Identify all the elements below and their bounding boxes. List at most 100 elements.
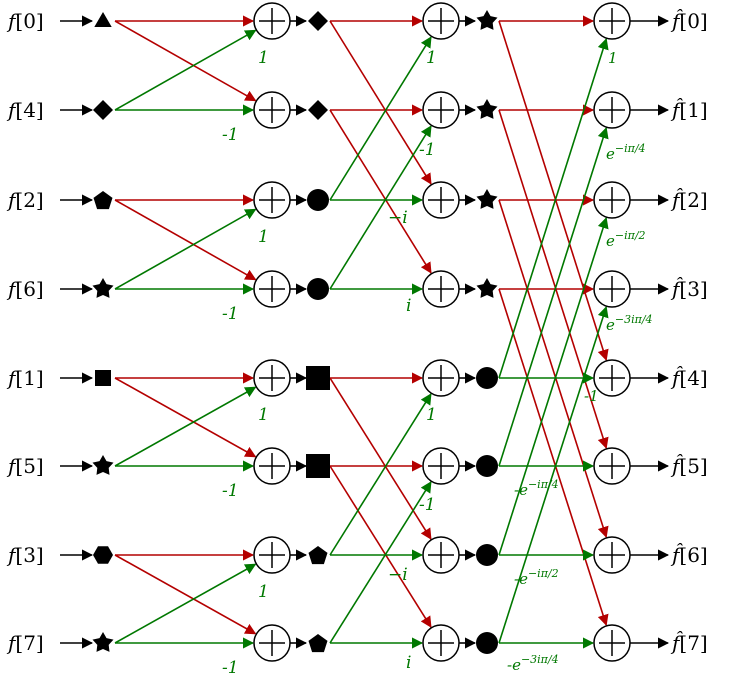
twiddle-label: e−iπ/4 <box>606 142 646 163</box>
twiddle-label: -1 <box>222 658 239 678</box>
adder-node <box>422 624 460 662</box>
adder-node <box>593 91 631 129</box>
red-edge <box>114 377 257 458</box>
adder-node <box>422 447 460 485</box>
labels: f[0]f[4]f[2]f[6]f[1]f[5]f[3]f[7]f̂[0]f̂[… <box>6 9 708 678</box>
butterfly-edges <box>60 15 670 649</box>
circle-marker <box>307 278 329 300</box>
twiddle-label: -1 <box>222 481 239 501</box>
twiddle-label: -e−iπ/2 <box>514 567 559 588</box>
diamond-marker <box>308 11 328 31</box>
twiddle-label: -e−iπ/4 <box>514 478 559 499</box>
twiddle-label: -1 <box>222 125 239 145</box>
output-label: f̂[6] <box>670 543 708 567</box>
twiddle-label: 1 <box>258 405 269 425</box>
square-big-marker <box>306 366 330 390</box>
twiddle-label: -1 <box>419 495 436 515</box>
twiddle-label: e−3iπ/4 <box>606 313 653 334</box>
twiddle-label: 1 <box>258 582 269 602</box>
input-label: f[3] <box>6 543 44 567</box>
twiddle-label: -e−3iπ/4 <box>507 653 559 674</box>
green-edge <box>498 306 609 644</box>
twiddle-label: 1 <box>426 405 437 425</box>
adder-nodes <box>253 2 631 662</box>
star-marker <box>92 632 114 652</box>
adder-node <box>253 2 291 40</box>
adder-node <box>422 2 460 40</box>
red-edge <box>114 20 257 102</box>
square-marker <box>95 370 111 386</box>
twiddle-label: e−iπ/2 <box>606 229 646 250</box>
adder-node <box>593 536 631 574</box>
twiddle-label: -1 <box>584 387 599 405</box>
circle-marker <box>476 455 498 477</box>
adder-node <box>422 181 460 219</box>
star-marker <box>476 10 498 30</box>
twiddle-label: i <box>406 653 411 673</box>
output-label: f̂[0] <box>670 9 708 33</box>
green-edge <box>329 125 432 290</box>
input-label: f[0] <box>6 9 44 33</box>
twiddle-label: −i <box>388 208 408 228</box>
adder-node <box>593 447 631 485</box>
adder-node <box>593 270 631 308</box>
input-label: f[1] <box>6 366 44 390</box>
adder-node <box>593 624 631 662</box>
star-marker <box>92 455 114 475</box>
circle-marker <box>307 189 329 211</box>
output-label: f̂[4] <box>670 366 708 390</box>
output-label: f̂[3] <box>670 277 708 301</box>
circle-marker <box>476 632 498 654</box>
adder-node <box>253 624 291 662</box>
output-label: f̂[7] <box>670 631 708 655</box>
circle-marker <box>476 544 498 566</box>
adder-node <box>422 359 460 397</box>
green-edge <box>329 481 432 644</box>
green-edge <box>498 38 609 379</box>
output-label: f̂[5] <box>670 454 708 478</box>
input-label: f[6] <box>6 277 44 301</box>
hexagon-marker <box>93 546 113 564</box>
star-marker <box>92 278 114 298</box>
output-label: f̂[2] <box>670 188 708 212</box>
red-edge <box>329 465 432 628</box>
diamond-marker <box>93 100 113 120</box>
adder-node <box>422 270 460 308</box>
input-label: f[5] <box>6 454 44 478</box>
diamond-marker <box>308 100 328 120</box>
red-edge <box>329 20 432 185</box>
red-edge <box>498 109 609 449</box>
red-edge <box>498 288 609 626</box>
red-edge <box>114 199 257 281</box>
input-label: f[7] <box>6 631 44 655</box>
green-edge <box>329 393 432 556</box>
green-edge <box>329 36 432 201</box>
adder-node <box>253 447 291 485</box>
twiddle-label: -1 <box>222 304 239 324</box>
output-label: f̂[1] <box>670 98 708 122</box>
twiddle-label: −i <box>388 565 408 585</box>
adder-node <box>593 359 631 397</box>
adder-node <box>253 270 291 308</box>
twiddle-label: 1 <box>608 49 618 67</box>
adder-node <box>253 536 291 574</box>
adder-node <box>593 2 631 40</box>
twiddle-label: 1 <box>426 48 437 68</box>
green-edge <box>498 217 609 556</box>
triangle-marker <box>94 12 112 27</box>
twiddle-label: 1 <box>258 227 269 247</box>
star-marker <box>476 278 498 298</box>
adder-node <box>253 181 291 219</box>
input-label: f[4] <box>6 98 44 122</box>
pentagon-marker <box>93 191 113 210</box>
square-big-marker <box>306 454 330 478</box>
green-edge <box>498 127 609 467</box>
star-marker <box>476 189 498 209</box>
twiddle-label: -1 <box>419 140 436 160</box>
red-edge <box>329 377 432 540</box>
star-marker <box>476 99 498 119</box>
twiddle-label: 1 <box>258 48 269 68</box>
green-edge <box>114 563 257 644</box>
red-edge <box>114 554 257 635</box>
adder-node <box>593 181 631 219</box>
